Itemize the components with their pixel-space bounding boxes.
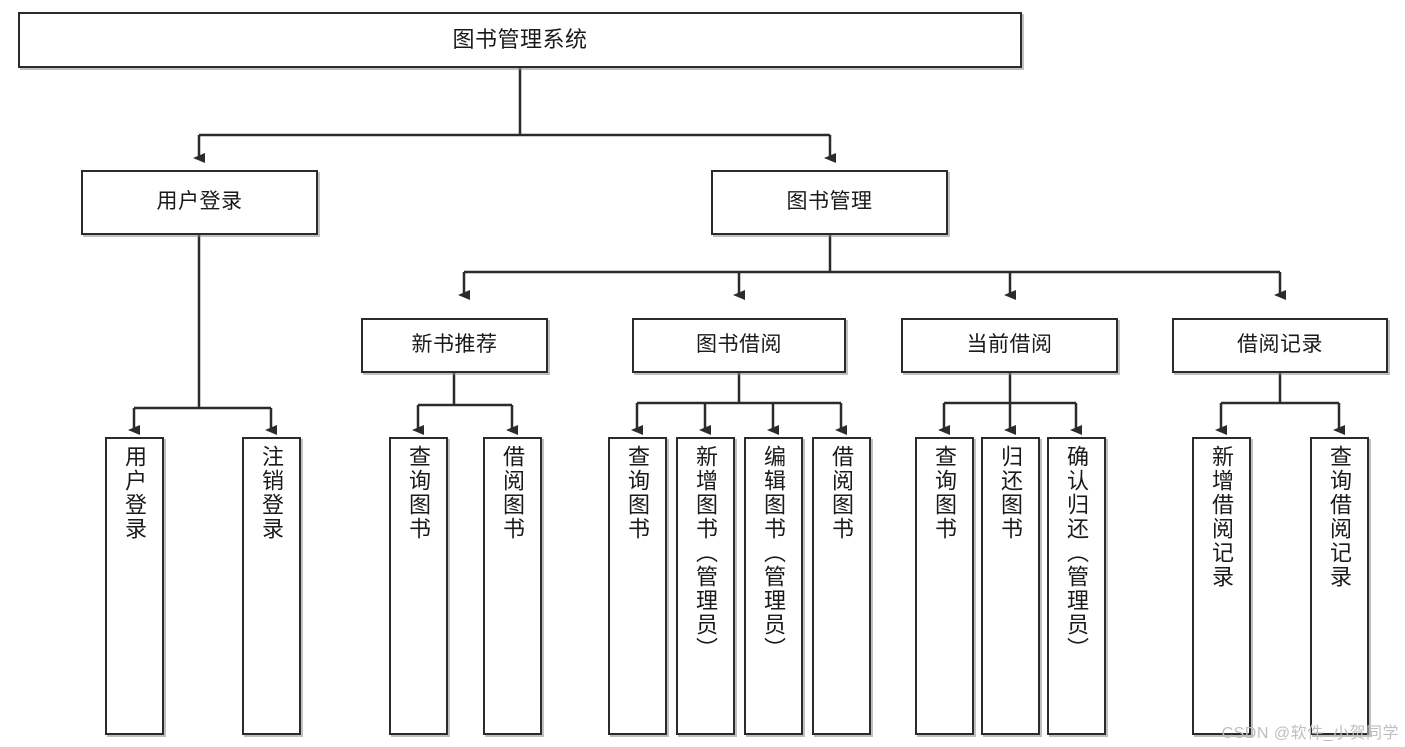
node-label: 确认归还（管理员） [1064,445,1090,661]
node-label: 注销登录 [259,445,285,541]
leaf-borrow-borrow-book[interactable]: 借阅图书 [812,437,871,735]
node-label: 查询图书 [406,445,432,541]
node-label: 用户登录 [122,445,148,541]
leaf-recommend-borrow-book[interactable]: 借阅图书 [483,437,542,735]
node-book-borrow[interactable]: 图书借阅 [632,318,846,373]
node-new-book-recommend[interactable]: 新书推荐 [361,318,548,373]
leaf-borrow-query-book[interactable]: 查询图书 [608,437,667,735]
node-label: 查询借阅记录 [1327,445,1353,589]
node-book-management[interactable]: 图书管理 [711,170,948,235]
node-label: 当前借阅 [966,333,1053,357]
leaf-current-confirm-return[interactable]: 确认归还（管理员） [1047,437,1106,735]
node-label: 借阅图书 [829,445,855,541]
node-label: 借阅记录 [1237,333,1323,357]
node-borrow-record[interactable]: 借阅记录 [1172,318,1388,373]
node-label: 新增图书（管理员） [693,445,719,661]
leaf-borrow-add-book[interactable]: 新增图书（管理员） [676,437,735,735]
node-current-borrow[interactable]: 当前借阅 [901,318,1118,373]
node-user-login[interactable]: 用户登录 [81,170,318,235]
leaf-borrow-edit-book[interactable]: 编辑图书（管理员） [744,437,803,735]
leaf-record-add-record[interactable]: 新增借阅记录 [1192,437,1251,735]
node-root-system[interactable]: 图书管理系统 [18,12,1022,68]
leaf-record-query-record[interactable]: 查询借阅记录 [1310,437,1369,735]
node-label: 编辑图书（管理员） [761,445,787,661]
node-label: 归还图书 [998,445,1024,541]
node-label: 图书管理系统 [452,27,588,53]
watermark: CSDN @软件_小贺同学 [1221,725,1399,742]
node-label: 新书推荐 [411,333,498,357]
leaf-user-login[interactable]: 用户登录 [105,437,164,735]
node-label: 图书借阅 [696,333,782,357]
leaf-current-return-book[interactable]: 归还图书 [981,437,1040,735]
node-label: 新增借阅记录 [1209,445,1235,589]
leaf-recommend-query-book[interactable]: 查询图书 [389,437,448,735]
node-label: 图书管理 [786,190,873,214]
leaf-current-query-book[interactable]: 查询图书 [915,437,974,735]
node-label: 查询图书 [932,445,958,541]
node-label: 借阅图书 [500,445,526,541]
leaf-user-logout[interactable]: 注销登录 [242,437,301,735]
node-label: 查询图书 [625,445,651,541]
node-label: 用户登录 [156,190,243,214]
